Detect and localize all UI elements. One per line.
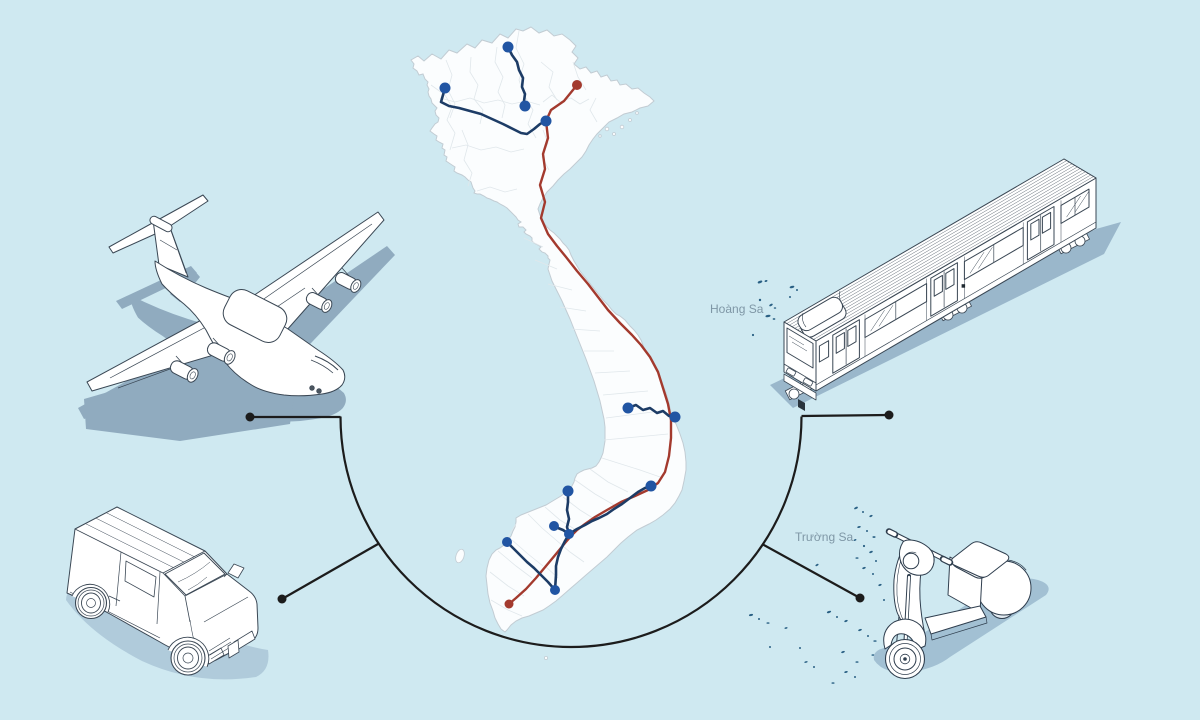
svg-text:Trường Sa: Trường Sa <box>795 530 853 544</box>
svg-text:Hoàng Sa: Hoàng Sa <box>710 302 764 316</box>
